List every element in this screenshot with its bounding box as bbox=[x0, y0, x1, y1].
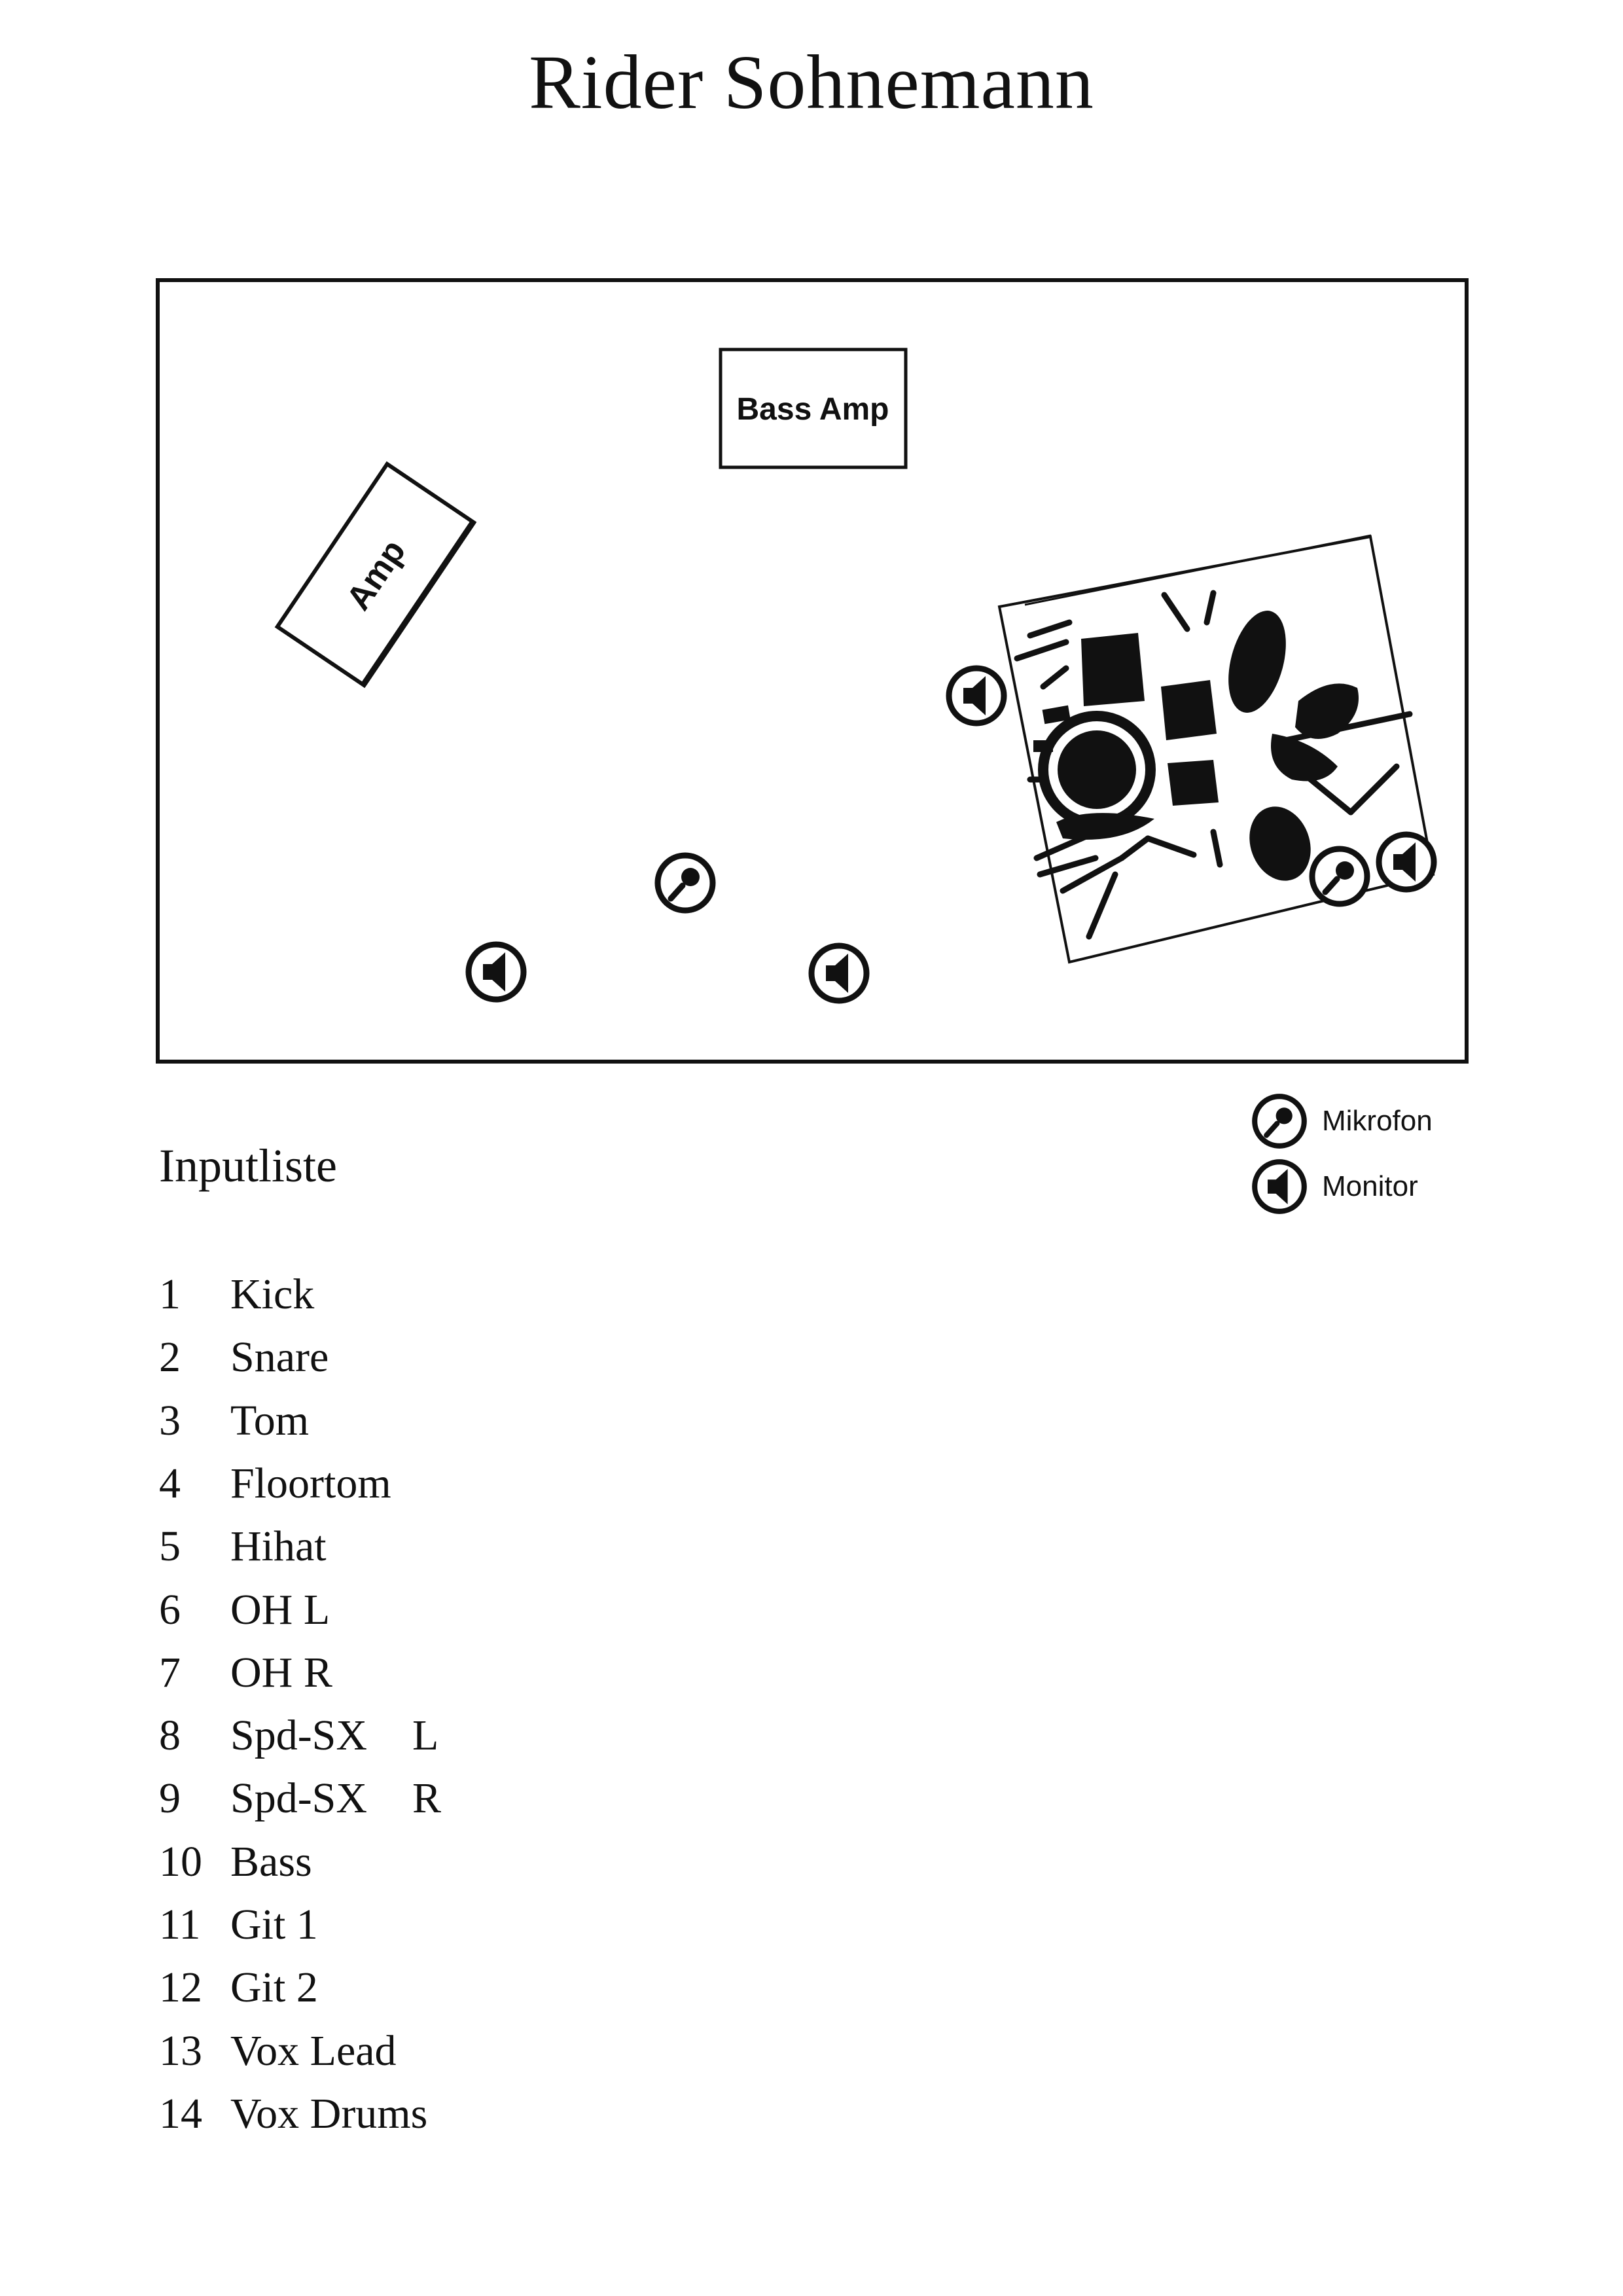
input-list-item: 11 Git 1 bbox=[159, 1900, 617, 1963]
bass-amp: Bass Amp bbox=[719, 348, 908, 469]
guitar-amp: Amp bbox=[274, 461, 477, 689]
input-name: Kick bbox=[230, 1270, 315, 1318]
input-name: OH L bbox=[230, 1586, 330, 1634]
input-list-item: 13 Vox Lead bbox=[159, 2026, 617, 2089]
input-side: L bbox=[412, 1712, 439, 1759]
monitor-speaker-icon bbox=[1252, 1159, 1307, 1214]
input-list-item: 5 Hihat bbox=[159, 1522, 617, 1585]
input-name: Floortom bbox=[230, 1460, 391, 1507]
input-number: 1 bbox=[159, 1270, 181, 1318]
legend-label-monitor: Monitor bbox=[1322, 1170, 1418, 1202]
input-name: Bass bbox=[230, 1838, 312, 1886]
input-number: 5 bbox=[159, 1522, 181, 1570]
stage-plot: Bass Amp Amp bbox=[156, 278, 1469, 1064]
input-number: 11 bbox=[159, 1901, 201, 1948]
inputliste-heading: Inputliste bbox=[159, 1139, 337, 1192]
stage-plot-drawing: Bass Amp Amp bbox=[274, 348, 1465, 1060]
microphone-marker-1 bbox=[658, 855, 713, 910]
input-number: 6 bbox=[159, 1586, 181, 1634]
input-number: 14 bbox=[159, 2090, 202, 2138]
drum-kit bbox=[997, 534, 1435, 964]
legend-item-mikrofon: Mikrofon bbox=[1250, 1092, 1472, 1151]
input-number: 8 bbox=[159, 1712, 181, 1759]
monitor-marker-2 bbox=[469, 944, 524, 999]
input-list-item: 12 Git 2 bbox=[159, 1963, 617, 2026]
monitor-marker-4 bbox=[1379, 834, 1434, 889]
input-number: 12 bbox=[159, 1964, 202, 2011]
input-side: R bbox=[412, 1774, 442, 1822]
input-number: 7 bbox=[159, 1649, 181, 1696]
input-list-item: 14 Vox Drums bbox=[159, 2089, 617, 2152]
input-name: Vox Lead bbox=[230, 2027, 397, 2075]
input-name: Git 1 bbox=[230, 1901, 318, 1948]
input-number: 10 bbox=[159, 1838, 202, 1886]
legend-item-monitor: Monitor bbox=[1250, 1157, 1472, 1216]
input-name: Git 2 bbox=[230, 1964, 318, 2011]
monitor-marker-3 bbox=[812, 946, 866, 1001]
input-name: Spd-SX bbox=[230, 1712, 368, 1759]
input-list-item: 1 Kick bbox=[159, 1270, 617, 1333]
microphone-icon bbox=[1252, 1094, 1307, 1149]
input-number: 13 bbox=[159, 2027, 202, 2075]
input-list-item: 9 Spd-SX R bbox=[159, 1774, 617, 1837]
input-number: 9 bbox=[159, 1774, 181, 1822]
input-number: 3 bbox=[159, 1397, 181, 1444]
input-list-item: 8 Spd-SX L bbox=[159, 1711, 617, 1774]
input-name: Hihat bbox=[230, 1522, 327, 1570]
input-list-item: 4 Floortom bbox=[159, 1459, 617, 1522]
input-name: Vox Drums bbox=[230, 2090, 428, 2138]
input-list-item: 2 Snare bbox=[159, 1333, 617, 1395]
input-name: OH R bbox=[230, 1649, 332, 1696]
input-name: Spd-SX bbox=[230, 1774, 368, 1822]
microphone-marker-2 bbox=[1312, 849, 1367, 904]
input-list-item: 7 OH R bbox=[159, 1648, 617, 1711]
input-name: Tom bbox=[230, 1397, 310, 1444]
legend: Mikrofon Monitor bbox=[1250, 1092, 1472, 1223]
input-list-item: 6 OH L bbox=[159, 1585, 617, 1648]
input-name: Snare bbox=[230, 1333, 329, 1381]
legend-label-mikrofon: Mikrofon bbox=[1322, 1105, 1433, 1137]
monitor-marker-1 bbox=[949, 668, 1004, 723]
input-list-item: 3 Tom bbox=[159, 1396, 617, 1459]
input-list-item: 10 Bass bbox=[159, 1837, 617, 1900]
page-title: Rider Sohnemann bbox=[529, 39, 1094, 125]
bass-amp-label: Bass Amp bbox=[737, 392, 889, 427]
input-number: 4 bbox=[159, 1460, 181, 1507]
input-number: 2 bbox=[159, 1333, 181, 1381]
